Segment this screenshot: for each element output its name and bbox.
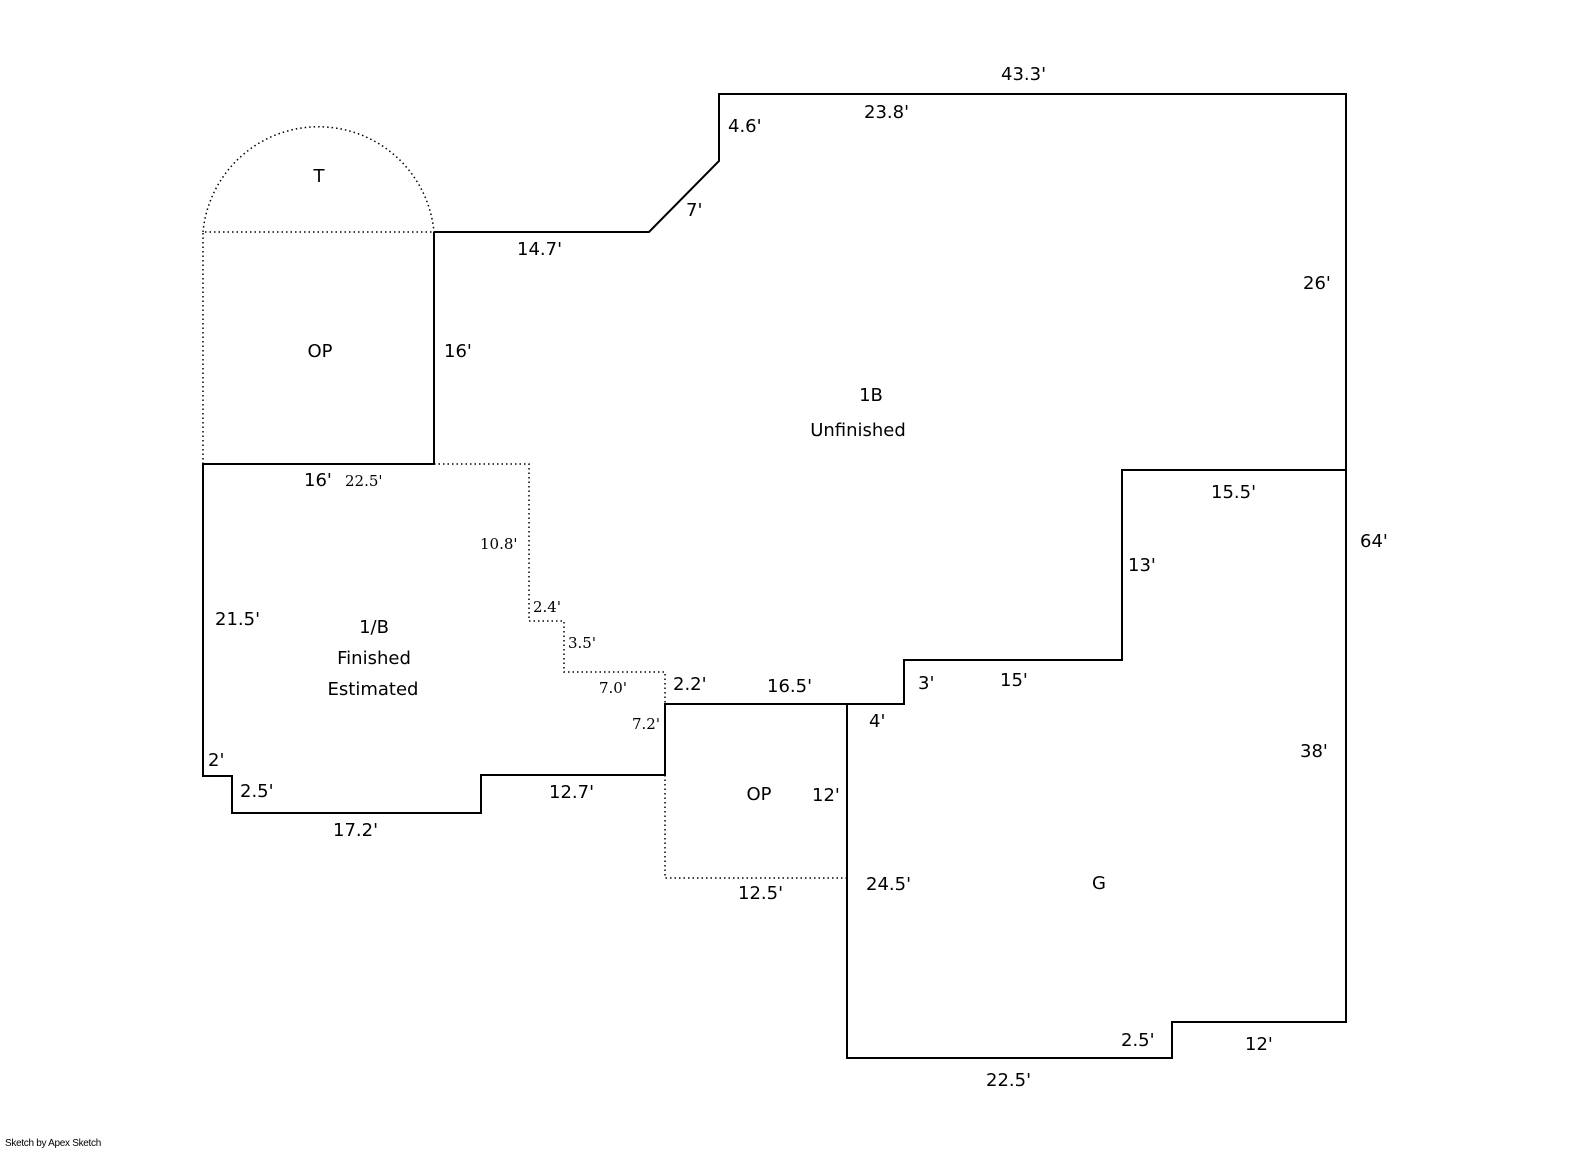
main-outline xyxy=(202,93,1347,1059)
sketch-credit: Sketch by Apex Sketch xyxy=(5,1138,101,1149)
dim-garage-notch-4: 4' xyxy=(869,711,885,732)
dim-garage-left: 24.5' xyxy=(866,874,911,895)
dim-garage-notch-2-5: 2.5' xyxy=(1121,1030,1155,1051)
patio-bottom-label: OP xyxy=(746,784,771,805)
patio-top-dotted-edge xyxy=(202,231,434,464)
finished-area-code: 1/B xyxy=(359,617,389,638)
dim-garage-right: 38' xyxy=(1300,741,1328,762)
dim-dotted-2-4: 2.4' xyxy=(533,598,561,616)
dim-step-up: 4.6' xyxy=(728,116,762,137)
unfinished-area-code: 1B xyxy=(859,385,883,406)
dim-step-3: 3' xyxy=(918,673,934,694)
dim-finished-top: 22.5' xyxy=(345,472,383,490)
dim-top-inner: 23.8' xyxy=(864,102,909,123)
dim-right-total: 64' xyxy=(1360,531,1388,552)
finished-area-division xyxy=(434,463,666,704)
dim-op-side: 12' xyxy=(812,785,840,806)
dim-patio-side: 16' xyxy=(444,341,472,362)
finished-area-status: Finished xyxy=(337,648,411,669)
dim-step-13: 13' xyxy=(1128,555,1156,576)
garage-wall xyxy=(847,469,1346,705)
dim-dotted-3-5: 3.5' xyxy=(568,634,596,652)
dim-dotted-10-8: 10.8' xyxy=(480,535,518,553)
dim-garage-bottom: 22.5' xyxy=(986,1070,1031,1091)
garage-label: G xyxy=(1092,873,1106,894)
finished-area-note: Estimated xyxy=(328,679,419,700)
dim-ledge-16-5: 16.5' xyxy=(767,676,812,697)
terrace-arc xyxy=(202,126,435,233)
patio-top-label: OP xyxy=(307,341,332,362)
dim-garage-top: 15.5' xyxy=(1211,482,1256,503)
dim-finished-left: 21.5' xyxy=(215,609,260,630)
dim-dotted-7-2: 7.2' xyxy=(632,715,660,733)
dim-finished-bottom-right: 12.7' xyxy=(549,782,594,803)
dim-ledge: 14.7' xyxy=(517,239,562,260)
dim-finished-notch-2-5: 2.5' xyxy=(240,781,274,802)
dim-finished-bottom-left: 17.2' xyxy=(333,820,378,841)
dim-notch-2-2: 2.2' xyxy=(673,674,707,695)
dim-top-width: 43.3' xyxy=(1001,64,1046,85)
dim-diagonal: 7' xyxy=(686,200,702,221)
dim-dotted-7-0: 7.0' xyxy=(599,679,627,697)
dim-finished-notch-2: 2' xyxy=(208,750,224,771)
dim-op-bottom: 12.5' xyxy=(738,883,783,904)
dim-patio-bottom: 16' xyxy=(304,470,332,491)
unfinished-area-status: Unfinished xyxy=(810,420,906,441)
dim-right-upper: 26' xyxy=(1303,273,1331,294)
terrace-label: T xyxy=(313,166,326,187)
dim-ledge-15: 15' xyxy=(1000,670,1028,691)
dim-garage-bottom-right: 12' xyxy=(1245,1034,1273,1055)
